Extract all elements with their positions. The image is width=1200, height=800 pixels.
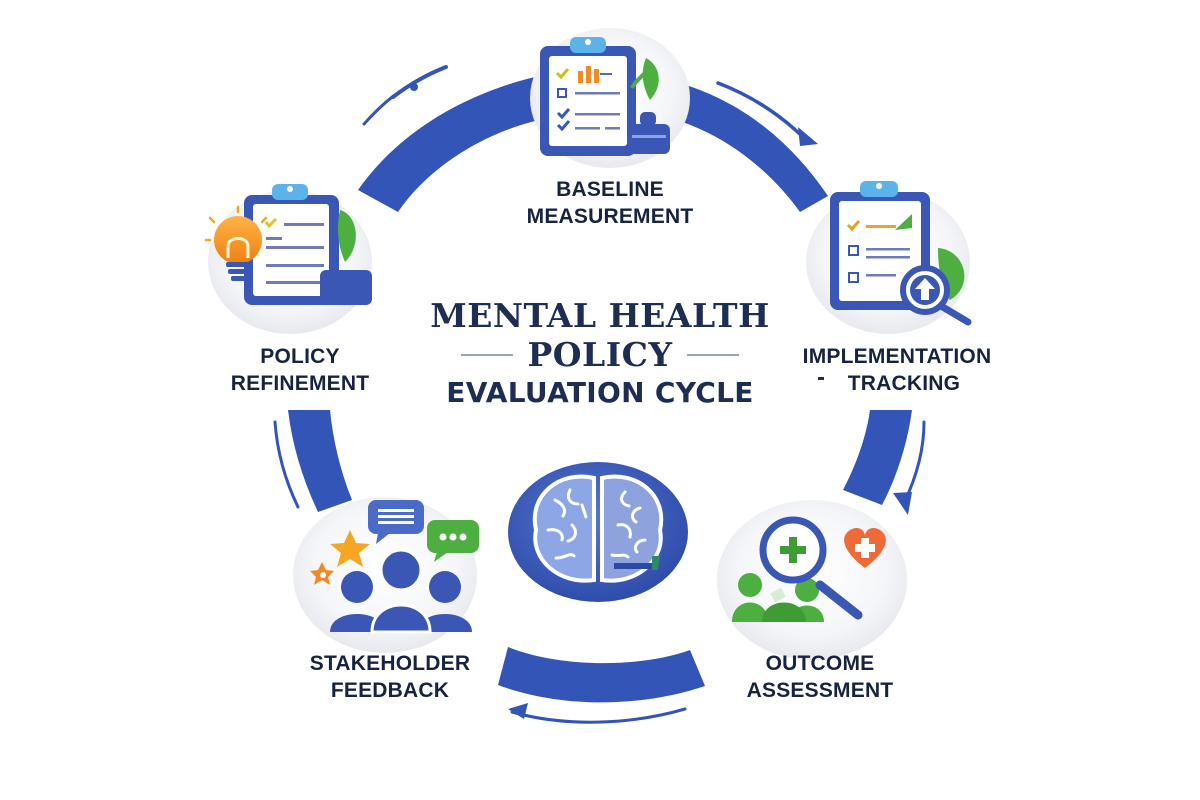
stage-label-implementation-tracking: IMPLEMENTATION TRACKING bbox=[802, 345, 992, 395]
cycle-arrow-top-left bbox=[358, 65, 548, 212]
stage-label-stakeholder-feedback: STAKEHOLDER FEEDBACK bbox=[309, 652, 471, 702]
title-divider-left bbox=[461, 354, 514, 356]
stage-label-baseline-measurement: BASELINE MEASUREMENT bbox=[526, 178, 694, 228]
stage-label-outcome-assessment: OUTCOME ASSESSMENT bbox=[746, 652, 894, 702]
cycle-arrow-bottom bbox=[498, 647, 705, 724]
people-chat-stars-icon bbox=[310, 500, 479, 634]
arrowhead-icon bbox=[798, 127, 818, 146]
title-line-3: EVALUATION CYCLE bbox=[446, 376, 754, 409]
lightbulb-clipboard-icon bbox=[204, 184, 372, 305]
stage-label-policy-refinement: POLICY REFINEMENT bbox=[230, 345, 370, 395]
cycle-arrow-left bbox=[273, 410, 352, 512]
clipboard-chart-icon bbox=[540, 37, 670, 156]
title-line-1: MENTAL HEALTH bbox=[430, 296, 770, 335]
arrowhead-icon bbox=[508, 703, 528, 719]
cycle-arrow-right bbox=[843, 410, 926, 515]
label-dash-mark bbox=[818, 377, 824, 380]
magnifier-people-heart-icon bbox=[732, 516, 886, 622]
title-divider-right bbox=[686, 354, 739, 356]
brain-icon bbox=[508, 462, 688, 602]
cycle-arrow-top-right bbox=[676, 81, 828, 212]
star-icon bbox=[330, 530, 370, 567]
arrowhead-icon bbox=[893, 492, 912, 515]
title-line-2: POLICY bbox=[527, 335, 673, 374]
diagram-title: MENTAL HEALTH POLICY EVALUATION CYCLE bbox=[400, 296, 800, 412]
clipboard-magnifier-arrow-icon bbox=[830, 181, 972, 326]
